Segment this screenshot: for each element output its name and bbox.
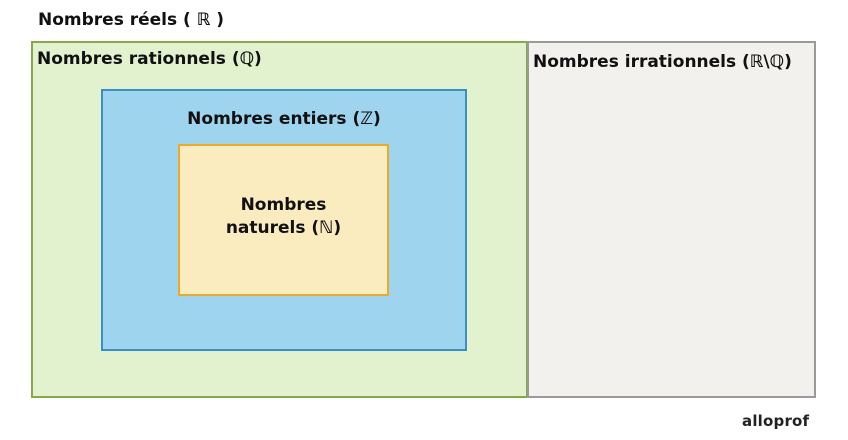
natural-numbers-label-line1: Nombres [240,195,327,215]
irrational-numbers-label: Nombres irrationnels (ℝ\ℚ) [533,52,792,72]
real-numbers-title: Nombres réels ( ℝ ) [38,10,225,30]
brand-logo: alloprof [742,412,810,430]
irrational-numbers-region [527,41,816,398]
natural-numbers-region [178,144,389,296]
integer-numbers-label: Nombres entiers (ℤ) [187,109,381,129]
natural-numbers-label-line2: naturels (ℕ) [225,218,342,238]
rational-numbers-label: Nombres rationnels (ℚ) [37,49,262,69]
